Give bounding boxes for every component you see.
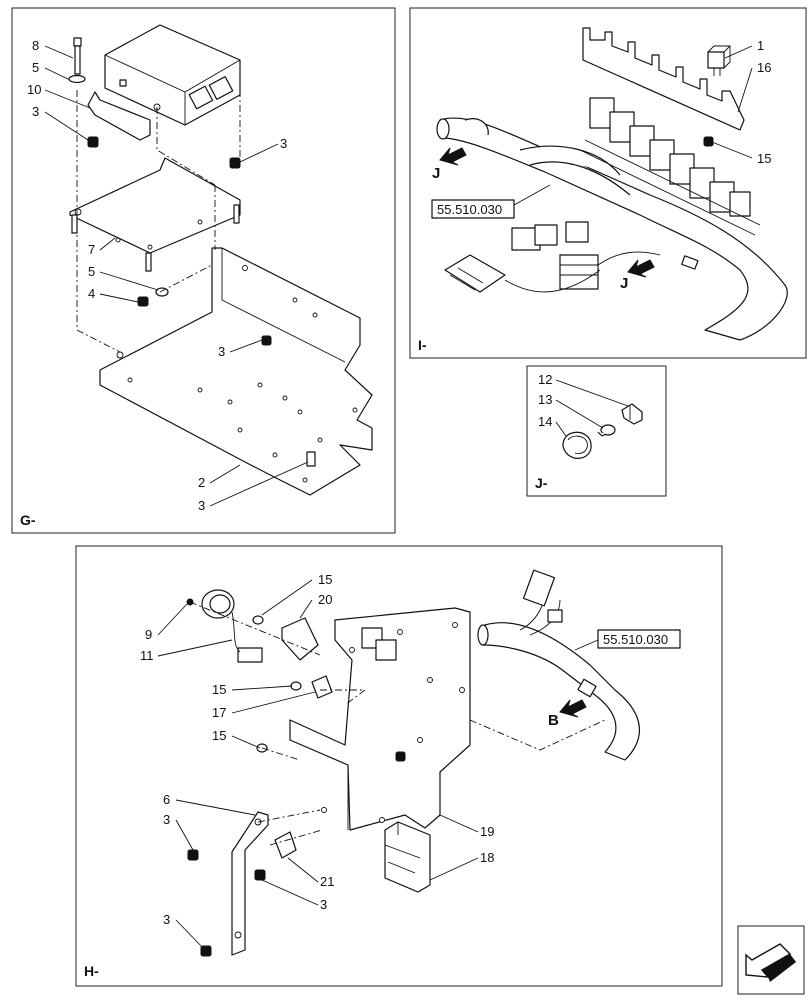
bolt-3-b [254,869,266,881]
bolt-3-c [200,945,212,957]
hour-meter-11 [201,589,263,663]
relay-1 [707,45,732,76]
callouts-g: 8 5 10 3 3 7 5 4 3 2 3 [27,38,287,513]
callout-4: 4 [88,286,95,301]
bracket-6 [231,811,269,956]
callout-21: 21 [320,874,334,889]
callout-15: 15 [212,728,226,743]
callout-3: 3 [280,136,287,151]
nut-3-b [229,157,241,169]
callout-3: 3 [218,344,225,359]
callout-16: 16 [757,60,771,75]
connector-holder-18 [384,821,431,893]
panel-i: 55.510.030 J J 1 16 15 I- [409,7,807,359]
panel-i-frame [409,7,807,359]
svg-text:J: J [432,165,440,182]
relay-bracket-16 [582,27,745,131]
clip-21 [274,831,297,859]
wire-harness-i [436,117,788,341]
panel-h-label: H- [84,963,99,979]
clip-12 [621,403,643,425]
svg-text:B: B [548,712,559,729]
callout-3: 3 [163,812,170,827]
bolt-8 [68,37,86,84]
callouts-j: 12 13 14 [538,372,552,429]
screw-13 [597,424,616,437]
washer-5 [155,287,169,297]
callout-15: 15 [757,151,771,166]
panel-g-frame [11,7,396,534]
callout-15: 15 [212,682,226,697]
panel-j-label: J- [535,475,548,491]
callout-1: 1 [757,38,764,53]
nut-4 [137,296,149,307]
callout-6: 6 [163,792,170,807]
callout-8: 8 [32,38,39,53]
bracket-10 [87,91,151,141]
view-arrow-j-top: J [432,147,467,182]
callout-20: 20 [318,592,332,607]
panel-j: 12 13 14 J- [526,365,667,497]
bolt-3-a [187,849,199,861]
view-arrow-j-bottom: J [620,259,655,292]
nut-3-a [87,136,99,148]
tie-strap-14 [562,431,592,459]
reference-box-i[interactable]: 55.510.030 [431,199,515,219]
callouts-h: 15 20 9 11 15 17 15 6 3 21 3 3 19 18 [140,572,494,927]
screw-15 [703,136,714,147]
panel-i-label: I- [418,337,427,353]
bracket-20 [281,617,319,661]
callouts-i: 1 16 15 [757,38,771,166]
panel-h: 55.510.030 B [75,545,723,987]
panel-h-frame [75,545,723,987]
callout-5: 5 [88,264,95,279]
wire-harness-h [477,569,641,761]
callout-5: 5 [32,60,39,75]
bracket-19 [289,607,471,831]
corner-navigation-arrow-icon[interactable] [737,925,805,995]
reference-box-h[interactable]: 55.510.030 [597,629,681,649]
panel-g: 8 5 10 3 3 7 5 4 3 2 3 G- [11,7,396,534]
callout-7: 7 [88,242,95,257]
callout-19: 19 [480,824,494,839]
callout-12: 12 [538,372,552,387]
callout-11: 11 [140,648,154,663]
reference-text: 55.510.030 [603,632,668,647]
callout-13: 13 [538,392,552,407]
connector-cluster [444,221,699,293]
callout-14: 14 [538,414,552,429]
ecu-module [104,24,241,126]
callout-3: 3 [163,912,170,927]
callout-15: 15 [318,572,332,587]
clip-17 [311,675,333,699]
callout-3: 3 [198,498,205,513]
reference-text: 55.510.030 [437,202,502,217]
callout-10: 10 [27,82,41,97]
panel-g-label: G- [20,512,36,528]
screw-15-top [252,615,264,625]
plate-7 [69,157,241,272]
relay-block [579,97,761,236]
svg-text:J: J [620,275,628,292]
callout-2: 2 [198,475,205,490]
callout-17: 17 [212,705,226,720]
callout-3: 3 [32,104,39,119]
screw-15-mid [290,681,302,691]
callout-9: 9 [145,627,152,642]
view-arrow-b: B [548,699,587,729]
callout-3: 3 [320,897,327,912]
panel-j-frame [526,365,667,497]
callout-18: 18 [480,850,494,865]
